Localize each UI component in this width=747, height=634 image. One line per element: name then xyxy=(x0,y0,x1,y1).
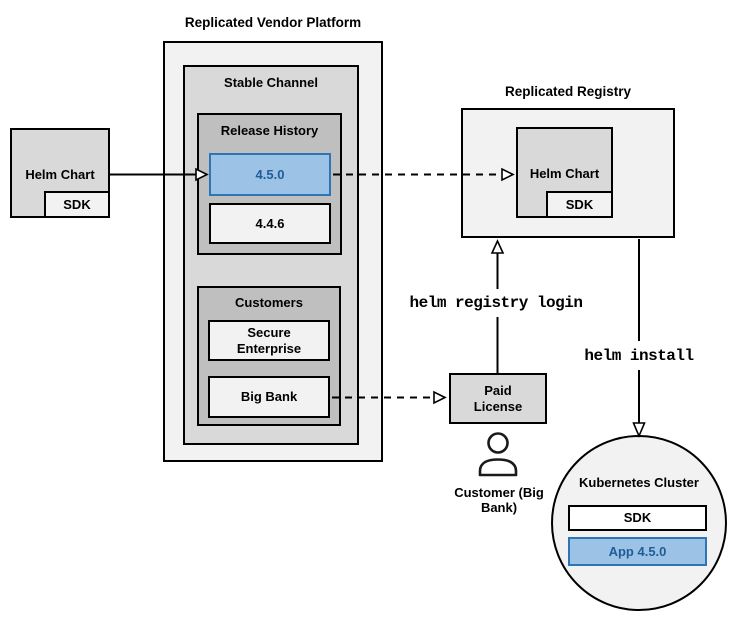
customer-big-bank-box[interactable]: Big Bank xyxy=(208,376,330,418)
command-helm-install: helm install xyxy=(584,347,694,365)
cluster-sdk-label: SDK xyxy=(623,510,652,526)
customer-icon xyxy=(478,432,518,477)
registry-helm-chart-label: Helm Chart xyxy=(529,166,600,181)
source-sdk-box: SDK xyxy=(44,191,110,218)
stable-channel-title: Stable Channel xyxy=(224,75,318,90)
release-4-4-6-label: 4.4.6 xyxy=(255,215,285,231)
customers-title: Customers xyxy=(235,295,303,310)
customer-label: Customer (Big Bank) xyxy=(454,485,544,516)
release-4-4-6-box[interactable]: 4.4.6 xyxy=(209,203,331,244)
source-helm-chart-label: Helm Chart xyxy=(25,167,95,182)
release-history-title: Release History xyxy=(220,123,319,138)
cluster-app-label: App 4.5.0 xyxy=(608,543,667,559)
stable-channel-box: Stable Channel Release History 4.5.0 4.4… xyxy=(183,65,359,445)
kubernetes-cluster-circle: Kubernetes Cluster SDK App 4.5.0 xyxy=(551,435,727,611)
source-sdk-label: SDK xyxy=(63,196,91,212)
release-history-box: Release History 4.5.0 4.4.6 xyxy=(197,113,342,255)
release-4-5-0-box[interactable]: 4.5.0 xyxy=(209,153,331,196)
vendor-platform-title: Replicated Vendor Platform xyxy=(184,15,362,30)
registry-helm-chart-box: Helm Chart SDK xyxy=(516,127,613,218)
registry-title: Replicated Registry xyxy=(504,84,632,99)
paid-license-label: Paid License xyxy=(473,382,523,414)
release-4-5-0-label: 4.5.0 xyxy=(255,166,285,182)
source-helm-chart-box: Helm Chart SDK xyxy=(10,128,110,218)
cluster-sdk-box: SDK xyxy=(568,505,707,531)
registry-sdk-label: SDK xyxy=(565,196,594,212)
kubernetes-cluster-title: Kubernetes Cluster xyxy=(579,475,699,490)
command-registry-login: helm registry login xyxy=(409,294,583,312)
paid-license-box[interactable]: Paid License xyxy=(449,373,547,424)
registry-sdk-box: SDK xyxy=(546,191,613,218)
customers-box: Customers Secure Enterprise Big Bank xyxy=(197,286,341,426)
cluster-app-box: App 4.5.0 xyxy=(568,537,707,566)
registry-box: Helm Chart SDK xyxy=(461,108,675,238)
customer-big-bank-label: Big Bank xyxy=(240,389,298,405)
vendor-platform-box: Stable Channel Release History 4.5.0 4.4… xyxy=(163,41,383,462)
customer-secure-enterprise-label: Secure Enterprise xyxy=(236,324,302,356)
customer-secure-enterprise-box[interactable]: Secure Enterprise xyxy=(208,320,330,361)
arrow-registry-to-cluster xyxy=(632,239,646,439)
